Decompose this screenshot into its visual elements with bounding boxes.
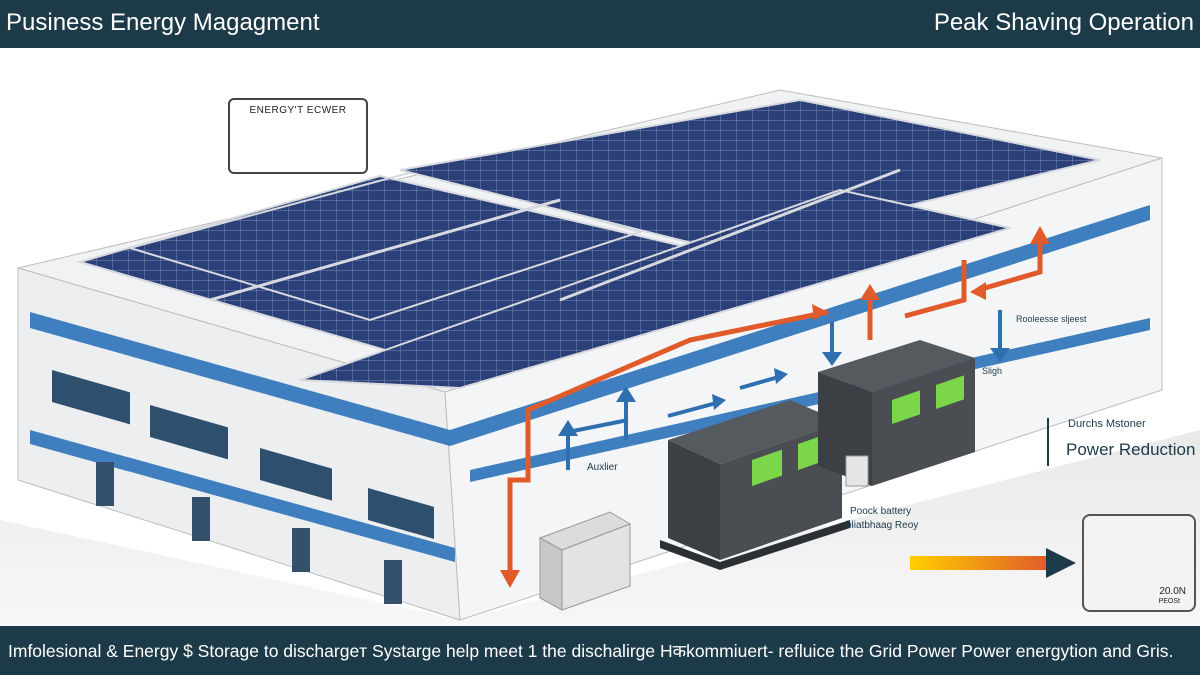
- small-label: Sligh: [982, 366, 1003, 376]
- battery-label-line2: bliatbhaag Reoy: [846, 520, 919, 531]
- door: [96, 462, 114, 506]
- gauge-title: ENERGY'T ECWER: [249, 105, 347, 116]
- rooftop-label: Rooleesse sljeest: [1016, 314, 1087, 324]
- energy-power-gauge: ENERGY'T ECWER: [228, 98, 368, 174]
- door: [192, 497, 210, 541]
- building-illustration: [0, 89, 1200, 626]
- energy-flow-blue: [739, 374, 783, 390]
- energy-flow-orange: [507, 309, 829, 580]
- battery-storage-front: [660, 400, 850, 570]
- solar-array: [399, 98, 1101, 252]
- window: [260, 448, 332, 501]
- solar-array: [126, 168, 644, 322]
- energy-flow-orange: [977, 236, 1043, 293]
- gauge-unit: PEOSt: [1158, 598, 1180, 605]
- gauge-value: 20.0N: [1159, 586, 1186, 597]
- door: [292, 528, 310, 572]
- ground: [0, 430, 1200, 626]
- solar-array: [299, 188, 1011, 390]
- window: [368, 488, 434, 539]
- window: [150, 405, 228, 460]
- reduction-arrow: [910, 556, 1050, 570]
- caption-text: Imfolesional & Energy $ Storage to disch…: [8, 641, 1174, 661]
- door: [384, 560, 402, 604]
- page-title: Pusiness Energy Magagment: [6, 9, 320, 36]
- title-bar: Pusiness Energy Magagment Peak Shaving O…: [0, 0, 1200, 48]
- battery-label-line1: Poock battery: [850, 506, 912, 517]
- energy-flow-blue: [667, 400, 721, 418]
- page-subtitle: Peak Shaving Operation: [933, 9, 1194, 36]
- caption-bar: Imfolesional & Energy $ Storage to disch…: [0, 626, 1200, 675]
- window: [52, 370, 130, 425]
- power-gauge-meter: 20.0N PEOSt: [1082, 514, 1196, 612]
- side-label-top: Durchs Mstoner: [1068, 418, 1146, 430]
- energy-flow-orange: [904, 260, 967, 319]
- auxiliary-label: Auxlier: [587, 462, 618, 473]
- power-reduction-label: Power Reduction: [1066, 440, 1196, 459]
